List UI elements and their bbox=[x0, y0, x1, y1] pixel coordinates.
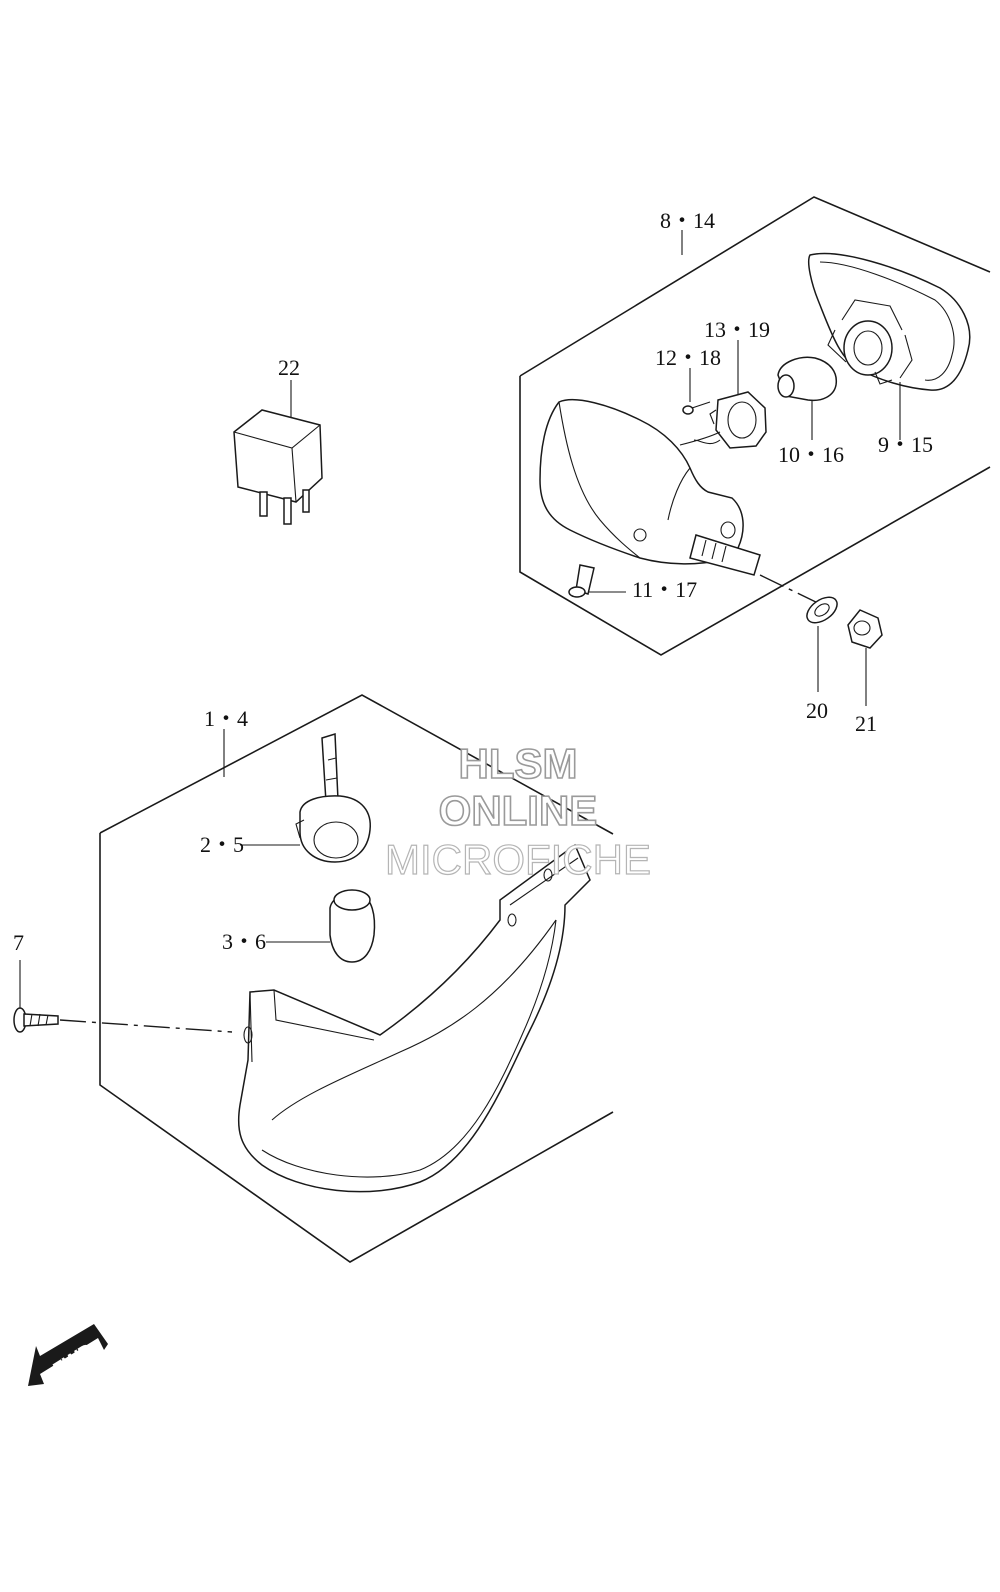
callout-21: 21 bbox=[855, 711, 877, 736]
callout-20: 20 bbox=[806, 698, 828, 723]
socket-2-5 bbox=[240, 732, 371, 863]
callout-10-16: 10・16 bbox=[778, 442, 844, 467]
callout-11-17: 11・17 bbox=[632, 577, 697, 602]
callout-22: 22 bbox=[278, 355, 300, 380]
turn-signal-lens bbox=[539, 398, 761, 576]
bulb-10-16 bbox=[777, 356, 838, 440]
watermark: HLSM ONLINE MICROFICHE bbox=[384, 739, 651, 883]
forward-direction-arrow-icon: FWD bbox=[28, 1324, 108, 1386]
callout-1-4: 1・4 bbox=[204, 706, 248, 731]
rear-combination-lamp bbox=[237, 843, 591, 1193]
screw-11-17 bbox=[568, 564, 626, 598]
relay-part bbox=[233, 380, 323, 525]
callout-12-18: 12・18 bbox=[655, 345, 721, 370]
turn-signal-housing bbox=[807, 252, 971, 440]
screw-7 bbox=[13, 960, 233, 1033]
watermark-line-1: HLSM bbox=[459, 740, 578, 787]
callout-2-5: 2・5 bbox=[200, 832, 244, 857]
callout-3-6: 3・6 bbox=[222, 929, 266, 954]
socket-13-19 bbox=[693, 340, 767, 449]
watermark-line-3: MICROFICHE bbox=[385, 836, 651, 883]
callout-9-15: 9・15 bbox=[878, 432, 933, 457]
upper-assembly-box bbox=[519, 196, 991, 656]
washer-20 bbox=[759, 574, 838, 692]
screw-12-18 bbox=[682, 368, 711, 415]
nut-21 bbox=[847, 609, 883, 706]
callout-13-19: 13・19 bbox=[704, 317, 770, 342]
watermark-line-2: ONLINE bbox=[439, 787, 598, 834]
lower-assembly-box bbox=[99, 694, 614, 1263]
callout-8-14: 8・14 bbox=[660, 208, 715, 233]
callout-7: 7 bbox=[13, 930, 24, 955]
bulb-3-6 bbox=[266, 889, 376, 963]
